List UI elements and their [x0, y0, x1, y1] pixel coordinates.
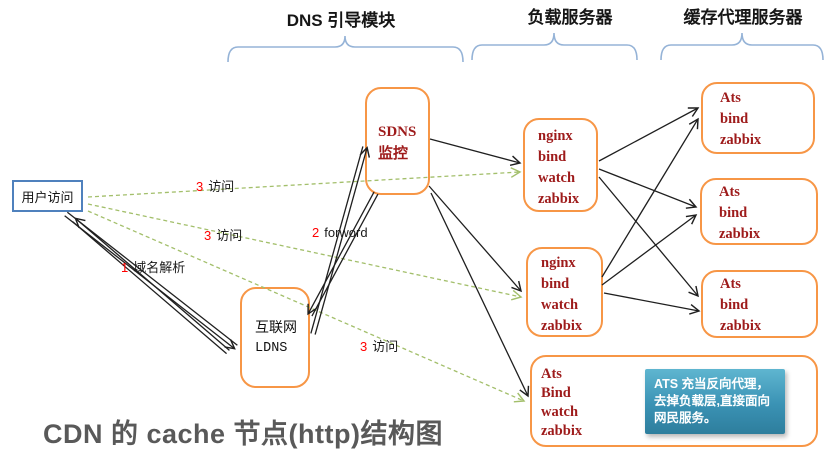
node-ats-direct-line: watch	[541, 404, 579, 420]
node-ats-cache-1: Ats bind zabbix	[701, 82, 815, 154]
edge-label-dns-resolve: 1 域名解析	[121, 257, 185, 276]
node-ats3-line: Ats	[720, 276, 741, 292]
node-ats-direct-line: Ats	[541, 366, 562, 382]
callout-ats-note: ATS 充当反向代理，去掉负载层,直接面向网民服务。	[645, 369, 785, 434]
edge-label-text: 域名解析	[133, 260, 186, 275]
node-nginx1-line: zabbix	[538, 191, 580, 207]
edge-label-forword: 2 forword	[312, 225, 368, 240]
node-ats2-line: zabbix	[719, 226, 761, 242]
node-user-access-label: 用户访问	[21, 189, 74, 205]
edge-label-text: 访问	[208, 179, 235, 194]
edge-label-access-2: 3 访问	[204, 225, 242, 244]
node-ats3-line: bind	[720, 297, 749, 313]
edge-label-number: 2	[312, 225, 320, 240]
node-ats-direct: Ats Bind watch zabbix ATS 充当反向代理，去掉负载层,直…	[530, 355, 818, 447]
node-ats1-line: bind	[720, 111, 749, 127]
node-nginx-load-1: nginx bind watch zabbix	[523, 118, 598, 212]
edge-label-text: 访问	[216, 228, 243, 243]
group-header-load-servers: 负载服务器	[527, 8, 613, 27]
node-nginx2-line: bind	[541, 276, 570, 292]
node-user-access: 用户访问	[12, 180, 83, 212]
node-nginx2-line: nginx	[541, 255, 576, 271]
node-ats-direct-line: zabbix	[541, 423, 583, 439]
node-ats1-line: Ats	[720, 90, 741, 106]
edge-label-access-3: 3 访问	[360, 336, 398, 355]
edge-label-number: 3	[360, 339, 368, 354]
node-nginx1-line: watch	[538, 170, 576, 186]
group-header-dns-module: DNS 引导模块	[286, 11, 396, 30]
node-ats-cache-2: Ats bind zabbix	[700, 178, 818, 245]
node-ats2-line: bind	[719, 205, 748, 221]
edge-label-number: 3	[204, 228, 212, 243]
node-sdns-line: 监控	[378, 146, 409, 162]
edge-label-number: 1	[121, 260, 129, 275]
node-ldns-line: 互联网	[255, 319, 297, 335]
edge-label-number: 3	[196, 179, 204, 194]
node-ats3-line: zabbix	[720, 318, 762, 334]
node-ats2-line: Ats	[719, 184, 740, 200]
node-nginx1-line: nginx	[538, 128, 573, 144]
node-ldns-line: LDNS	[255, 341, 288, 356]
node-internet-ldns: 互联网 LDNS	[240, 287, 310, 388]
node-ats-cache-3: Ats bind zabbix	[701, 270, 818, 338]
node-sdns-line: SDNS	[378, 124, 417, 140]
edge-label-access-1: 3 访问	[196, 176, 234, 195]
node-nginx-load-2: nginx bind watch zabbix	[526, 247, 603, 337]
node-nginx1-line: bind	[538, 149, 567, 165]
node-sdns-monitor: SDNS 监控	[365, 87, 430, 195]
node-nginx2-line: zabbix	[541, 318, 583, 334]
diagram-title: CDN 的 cache 节点(http)结构图	[43, 419, 444, 449]
node-ats-direct-line: Bind	[541, 385, 571, 401]
node-ats1-line: zabbix	[720, 132, 762, 148]
group-header-cache-proxy-servers: 缓存代理服务器	[683, 8, 803, 27]
edge-label-text: forword	[324, 225, 368, 240]
edge-label-text: 访问	[372, 339, 399, 354]
node-nginx2-line: watch	[541, 297, 579, 313]
